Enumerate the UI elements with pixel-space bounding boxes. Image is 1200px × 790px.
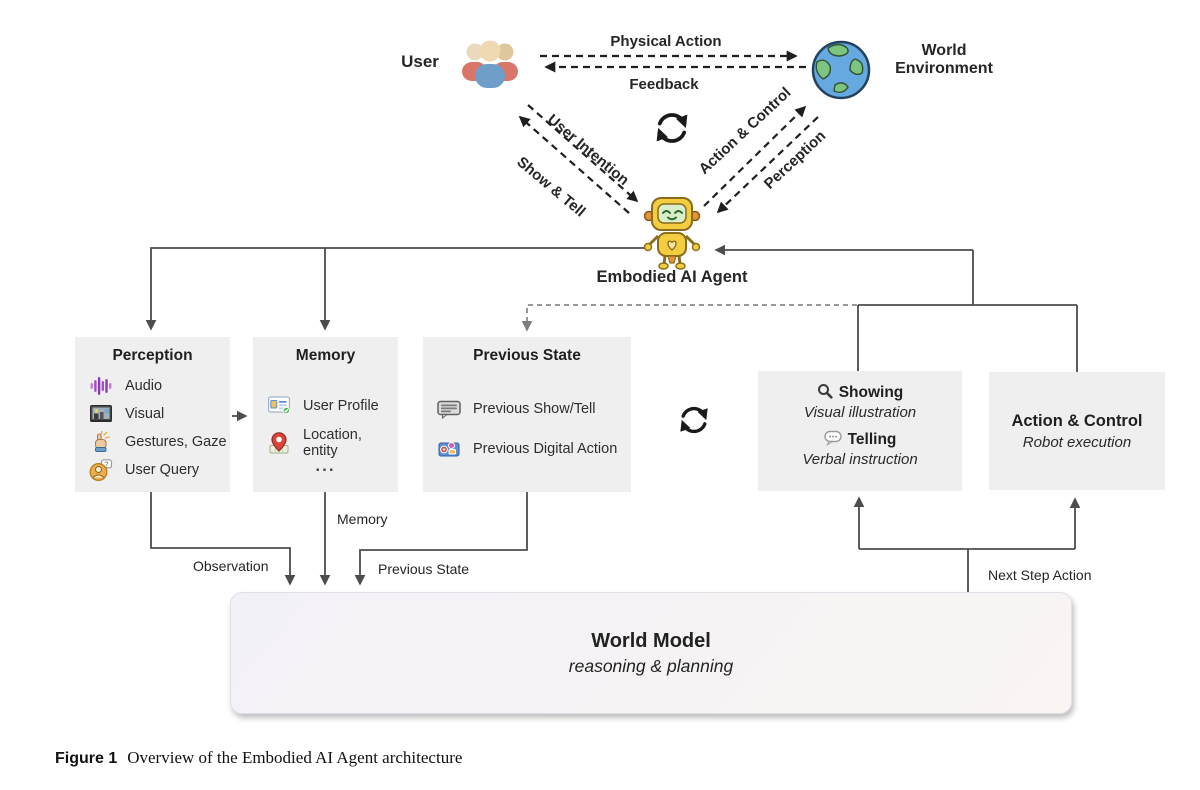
world-model-box: World Model reasoning & planning (230, 592, 1072, 714)
showing-subtitle: Visual illustration (803, 404, 917, 421)
svg-text:?: ? (104, 461, 108, 468)
world-model-subtitle: reasoning & planning (568, 655, 734, 676)
audio-icon (88, 376, 114, 396)
perception-item-user-query: ? User Query (75, 456, 230, 484)
world-environment-line1: World (921, 42, 967, 59)
previous-state-item-digital-action: Previous Digital Action (423, 429, 631, 469)
observation-edge-label: Observation (193, 558, 269, 574)
memory-item-location: Location, entity (253, 424, 398, 461)
perception-box: Perception Audio (75, 337, 230, 492)
previous-state-box: Previous State Previous Show/Tell (423, 337, 631, 492)
previous-state-item-label: Previous Show/Tell (473, 401, 596, 417)
figure-number: Figure 1 (55, 750, 118, 767)
telling-title: Telling (847, 431, 897, 448)
memory-item-label: Location, entity (303, 426, 362, 459)
action-control-subtitle: Robot execution (1022, 433, 1132, 451)
dashed-feedback-connector (521, 304, 857, 332)
world-environment-line2: Environment (895, 60, 993, 77)
perception-box-title: Perception (112, 347, 193, 364)
memory-more-ellipsis: ... (315, 456, 336, 475)
gesture-icon (88, 431, 114, 453)
cycle-icon-top (656, 113, 688, 143)
next-step-action-edge-label: Next Step Action (988, 567, 1092, 583)
perception-edge-label: Perception (760, 127, 830, 193)
user-intention-label: User Intention (543, 111, 633, 189)
perception-item-label: Visual (125, 406, 165, 422)
user-profile-icon (266, 396, 292, 415)
perception-item-visual: Visual (75, 400, 230, 428)
physical-action-label: Physical Action (610, 33, 722, 50)
visual-icon (88, 404, 114, 424)
agent-label: Embodied AI Agent (596, 268, 748, 286)
figure-caption: Figure 1 Overview of the Embodied AI Agen… (55, 748, 462, 768)
user-query-icon: ? (88, 459, 114, 481)
users-icon (458, 36, 522, 94)
memory-box-title: Memory (295, 347, 356, 364)
show-and-tell-label: Show & Tell (513, 153, 589, 221)
user-label: User (401, 52, 439, 71)
telling-row: Telling (823, 430, 897, 449)
memory-box: Memory User Profile (253, 337, 398, 492)
perception-item-label: Audio (125, 378, 163, 394)
feedback-label: Feedback (629, 76, 699, 93)
action-control-box: Action & Control Robot execution (989, 372, 1165, 490)
showing-telling-box: Showing Visual illustration Telling Verb… (758, 371, 962, 491)
telling-subtitle: Verbal instruction (802, 451, 918, 468)
robot-icon (642, 192, 702, 270)
memory-edge-label: Memory (337, 511, 388, 527)
perception-item-gestures: Gestures, Gaze (75, 428, 230, 456)
world-environment-label: World Environment (895, 42, 993, 78)
previous-state-box-title: Previous State (473, 347, 581, 364)
action-control-title: Action & Control (1011, 411, 1143, 430)
perception-item-audio: Audio (75, 372, 230, 400)
cycle-icon-middle (680, 406, 708, 434)
perception-item-label: User Query (125, 462, 200, 478)
digital-action-icon (436, 439, 462, 459)
search-icon (817, 383, 833, 399)
previous-state-item-label: Previous Digital Action (473, 441, 618, 457)
memory-item-user-profile: User Profile (253, 387, 398, 424)
previous-state-edge-label: Previous State (378, 561, 470, 577)
memory-item-label: User Profile (303, 397, 379, 414)
location-icon (266, 431, 292, 454)
speech-bubble-icon (823, 430, 842, 446)
world-model-title: World Model (591, 629, 711, 652)
perception-item-label: Gestures, Gaze (125, 434, 227, 450)
globe-icon (810, 39, 872, 101)
showing-title: Showing (838, 384, 904, 401)
figure-caption-text: Overview of the Embodied AI Agent archit… (127, 748, 463, 767)
showing-row: Showing (817, 383, 904, 402)
previous-state-item-show-tell: Previous Show/Tell (423, 389, 631, 429)
show-tell-icon (436, 400, 462, 419)
